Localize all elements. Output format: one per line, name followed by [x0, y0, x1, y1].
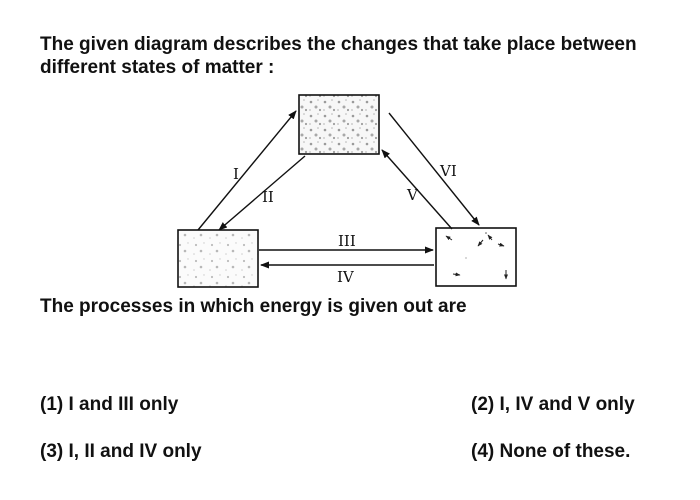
option-1[interactable]: (1) I and III only: [40, 394, 179, 415]
label-VI: VI: [439, 162, 457, 180]
arrow-I: [197, 110, 297, 231]
label-II: II: [262, 188, 274, 206]
option-2[interactable]: (2) I, IV and V only: [471, 394, 635, 415]
left-state-box: [177, 229, 259, 288]
arrow-II: [218, 155, 306, 231]
label-III: III: [338, 232, 356, 250]
question-text: The given diagram describes the changes …: [40, 33, 690, 79]
top-state-box: [298, 94, 380, 155]
right-state-box: [435, 227, 517, 287]
arrow-V: [381, 149, 453, 230]
label-IV: IV: [337, 268, 355, 286]
arrow-VI: [388, 112, 480, 226]
question-line-2: different states of matter :: [40, 57, 275, 78]
question-line-1: The given diagram describes the changes …: [40, 34, 637, 55]
prompt-text: The processes in which energy is given o…: [40, 296, 467, 317]
states-of-matter-diagram: I II III IV V VI: [177, 94, 517, 288]
option-4[interactable]: (4) None of these.: [471, 441, 631, 462]
label-I: I: [233, 165, 239, 183]
option-3[interactable]: (3) I, II and IV only: [40, 441, 202, 462]
gas-particles: [445, 232, 508, 280]
label-V: V: [406, 186, 419, 204]
